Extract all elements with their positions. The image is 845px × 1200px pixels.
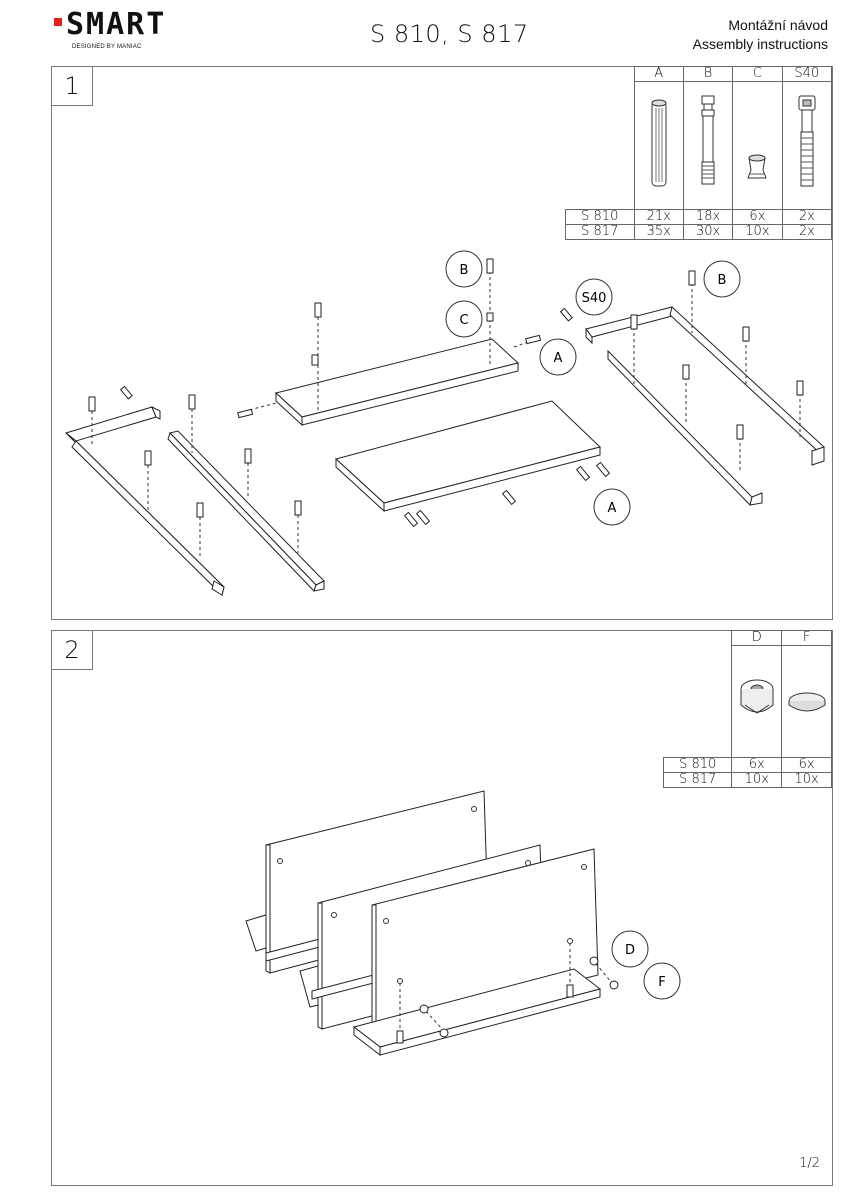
callout-label: F bbox=[658, 975, 665, 990]
model-label: S 817 bbox=[662, 772, 733, 788]
step-1-exploded-drawing: B C A S40 B A bbox=[64, 250, 825, 596]
part-callouts: B C A S40 B A bbox=[445, 250, 741, 526]
step-number: 2 bbox=[51, 630, 93, 670]
step-1-panel: 1 A B C S40 bbox=[51, 66, 833, 620]
connector-pins bbox=[396, 956, 619, 1044]
parts-table: A B C S40 bbox=[565, 66, 833, 240]
part-count: 6x bbox=[731, 757, 783, 773]
wooden-dowel-icon bbox=[651, 99, 667, 186]
step-2-exploded-drawing: D F bbox=[245, 790, 681, 1057]
subtitle-english: Assembly instructions bbox=[692, 36, 828, 52]
insert-nut-icon bbox=[747, 154, 768, 178]
cam-lock-icon bbox=[740, 679, 774, 714]
part-count: 10x bbox=[731, 772, 783, 788]
model-label: S 810 bbox=[565, 209, 635, 225]
upper-shelf-board bbox=[274, 338, 520, 427]
callout-a-lower: A bbox=[593, 488, 631, 526]
panel-holes bbox=[277, 806, 587, 984]
left-leg-rail bbox=[167, 430, 325, 592]
callout-label: D bbox=[625, 943, 635, 958]
cam-bolt-icon bbox=[701, 95, 715, 184]
part-s40-image bbox=[781, 81, 833, 210]
logo-tagline: DESIGNED BY MANIAC bbox=[72, 44, 142, 50]
assembly-guides bbox=[399, 943, 613, 1037]
part-count: 10x bbox=[732, 224, 783, 240]
part-callouts: D F bbox=[611, 930, 681, 1000]
hex-screw-icon bbox=[798, 95, 816, 186]
part-a-image bbox=[633, 81, 684, 210]
part-f-image bbox=[781, 645, 832, 758]
model-title: S 810, S 817 bbox=[370, 20, 529, 48]
callout-label: A bbox=[608, 501, 617, 516]
connector-pins bbox=[88, 258, 804, 528]
bottom-board bbox=[352, 968, 602, 1057]
table-row: S 817 10x 10x bbox=[662, 772, 832, 788]
callout-label: S40 bbox=[582, 291, 607, 306]
parts-table: D F S 810 6x 6x bbox=[662, 630, 832, 788]
part-header-s40: S40 bbox=[781, 66, 833, 82]
table-row: S 810 6x 6x bbox=[662, 757, 832, 773]
callout-label: B bbox=[718, 273, 727, 288]
part-header-f: F bbox=[781, 630, 832, 646]
callout-label: A bbox=[554, 351, 563, 366]
callout-label: C bbox=[459, 313, 468, 328]
model-label: S 810 bbox=[662, 757, 733, 773]
table-row: S 810 21x 18x 6x 2x bbox=[565, 209, 833, 225]
callout-s40: S40 bbox=[575, 278, 613, 316]
part-b-image bbox=[682, 81, 734, 210]
model-label: S 817 bbox=[565, 224, 635, 240]
cover-cap-icon bbox=[788, 692, 826, 711]
part-count: 10x bbox=[781, 772, 832, 788]
lower-shelf-board bbox=[334, 400, 601, 513]
part-count: 18x bbox=[682, 209, 734, 225]
table-row: S 817 35x 30x 10x 2x bbox=[565, 224, 833, 240]
part-d-image bbox=[731, 645, 783, 758]
page-number: 1/2 bbox=[799, 1156, 820, 1171]
callout-b-upper: B bbox=[445, 250, 483, 288]
document-subtitle: Montážní návod Assembly instructions bbox=[693, 16, 828, 54]
part-count: 35x bbox=[633, 224, 684, 240]
callout-c: C bbox=[445, 300, 483, 338]
logo-red-square bbox=[54, 18, 62, 26]
part-count: 2x bbox=[781, 224, 833, 240]
part-header-c: C bbox=[732, 66, 783, 82]
callout-b-right: B bbox=[703, 260, 741, 298]
callout-a-upper: A bbox=[539, 338, 577, 376]
left-side-frame bbox=[64, 405, 225, 596]
right-side-frame bbox=[585, 306, 825, 506]
part-c-image bbox=[732, 81, 783, 210]
part-count: 21x bbox=[633, 209, 684, 225]
logo-wordmark: SMART bbox=[66, 7, 167, 42]
step-number: 1 bbox=[51, 66, 93, 106]
subtitle-czech: Montážní návod bbox=[728, 17, 828, 33]
callout-label: B bbox=[460, 263, 469, 278]
step-2-panel: 2 D F S 8 bbox=[51, 630, 833, 1186]
page-header: SMART DESIGNED BY MANIAC S 810, S 817 Mo… bbox=[0, 0, 845, 60]
smart-logo: SMART DESIGNED BY MANIAC bbox=[54, 10, 214, 54]
callout-d: D bbox=[611, 930, 649, 968]
callout-f: F bbox=[643, 962, 681, 1000]
part-count: 6x bbox=[781, 757, 832, 773]
